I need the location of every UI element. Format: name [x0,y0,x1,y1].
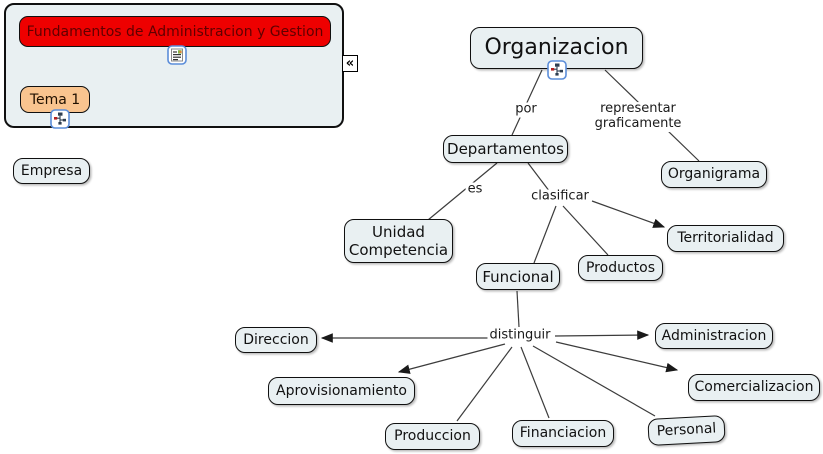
node-financiacion[interactable]: Financiacion [512,420,614,447]
node-label: Productos [585,259,655,276]
node-label: Funcional [482,267,554,286]
link-label-por[interactable]: por [513,101,539,118]
topic-node-tema1[interactable]: Tema 1 [20,86,90,113]
link-label-clasificar[interactable]: clasificar [529,188,591,205]
node-label: Direccion [243,331,309,348]
node-territorialidad[interactable]: Territorialidad [667,225,784,252]
node-administracion[interactable]: Administracion [655,323,773,349]
resource-icon[interactable] [167,45,187,65]
concept-map-icon[interactable] [50,109,70,129]
line-clasificar-territorialidad [591,200,666,228]
line-distinguir-financiacion [520,346,550,419]
node-comercializacion[interactable]: Comercializacion [688,374,820,401]
node-label: Administracion [661,327,767,344]
link-label-representar-graficamente[interactable]: representar graficamente [590,101,686,132]
line-distinguir-personal [532,345,656,417]
line-clasificar-productos [562,205,609,256]
node-label: Financiacion [519,425,607,442]
node-unidad-competencia[interactable]: Unidad Competencia [344,219,453,263]
node-aprovisionamiento[interactable]: Aprovisionamiento [268,377,415,405]
node-funcional[interactable]: Funcional [476,263,560,290]
line-departamentos-unidad [427,162,498,221]
node-label: Aprovisionamiento [276,382,407,399]
node-organigrama[interactable]: Organigrama [661,161,767,188]
topic-label: Tema 1 [29,91,81,108]
node-personal[interactable]: Personal [647,415,726,446]
presentation-panel: Fundamentos de Administracion y Gestion … [4,3,344,129]
line-organizacion-departamentos [511,69,543,136]
node-label: Comercializacion [694,379,814,396]
line-distinguir-aprovisionamiento [397,343,506,374]
link-label-es[interactable]: es [465,181,485,198]
node-label: Organizacion [484,34,629,60]
line-clasificar-funcional [533,205,557,264]
node-label: Produccion [394,428,471,445]
node-label: Territorialidad [677,230,774,247]
node-direccion[interactable]: Direccion [235,327,317,353]
panel-title-node[interactable]: Fundamentos de Administracion y Gestion [19,16,331,47]
panel-title-label: Fundamentos de Administracion y Gestion [26,23,324,40]
node-label: Empresa [20,162,83,179]
concept-map-icon[interactable] [547,60,567,80]
node-productos[interactable]: Productos [578,255,663,281]
collapse-chevrons-icon: « [345,56,355,71]
panel-collapse-button[interactable]: « [342,55,358,72]
line-funcional-distinguir [516,290,520,328]
line-distinguir-produccion [456,346,513,422]
line-distinguir-comercializacion [555,341,679,373]
node-label: Personal [656,420,717,440]
node-departamentos[interactable]: Departamentos [443,135,568,163]
line-distinguir-administracion [554,330,650,340]
node-empresa[interactable]: Empresa [13,158,90,184]
node-label: Departamentos [447,140,564,158]
node-label: Organigrama [667,166,761,183]
link-label-distinguir[interactable]: distinguir [487,327,553,344]
node-produccion[interactable]: Produccion [385,423,480,450]
node-label: Unidad Competencia [348,223,449,259]
